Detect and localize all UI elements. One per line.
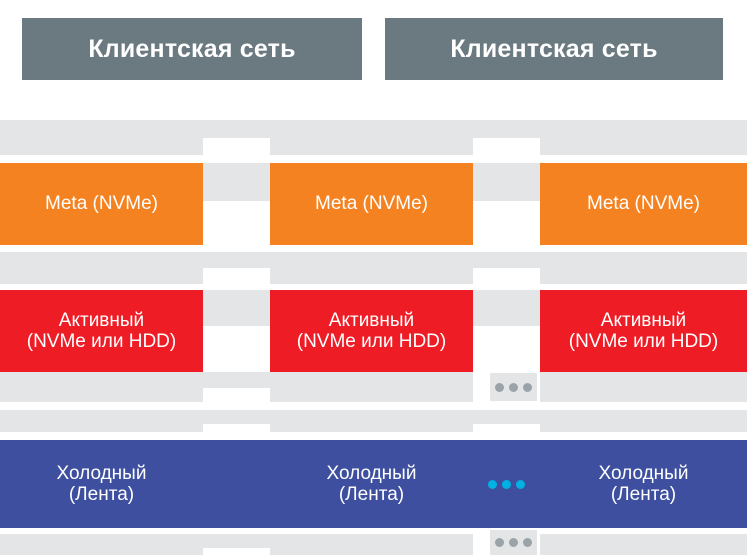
cold-tier-node-c: Холодный (Лента) (540, 440, 747, 528)
meta-tier-node-c: Meta (NVMe) (540, 163, 747, 245)
interconnect-strip-mid-col-a (0, 252, 203, 284)
interconnect-bridge-mid-ab (203, 252, 270, 268)
active-tier-label-b: Активный (NVMe или HDD) (296, 309, 447, 352)
active-tier-label-a: Активный (NVMe или HDD) (26, 309, 177, 352)
active-bridge-bc (473, 290, 540, 326)
interconnect-strip-above-cold-col-c (540, 410, 747, 432)
ellipsis-dot (523, 538, 532, 547)
interconnect-strip-top-col-c (540, 120, 747, 155)
client-network-box-left: Клиентская сеть (22, 18, 362, 80)
ellipsis-dot (495, 382, 504, 392)
ellipsis-grey-active-row (490, 373, 537, 401)
ellipsis-dot (488, 479, 497, 489)
interconnect-strip-bottom-col-c (540, 534, 747, 555)
meta-bridge-ab (203, 163, 270, 201)
ellipsis-dot (516, 479, 525, 489)
interconnect-strip-above-cold-col-b (270, 410, 473, 432)
ellipsis-blue-cold-row (488, 479, 525, 489)
active-bridge-ab (203, 290, 270, 326)
ellipsis-grey-bottom-row (490, 530, 537, 555)
interconnect-strip-below-active-col-c (540, 372, 747, 402)
ellipsis-dot (509, 538, 518, 547)
ellipsis-dot (509, 382, 518, 392)
cold-tier-node-b: Холодный (Лента) (270, 440, 473, 528)
interconnect-strip-below-active-col-a (0, 372, 203, 402)
cold-tier-label-a: Холодный (Лента) (56, 462, 147, 505)
client-network-label-left: Клиентская сеть (88, 34, 296, 63)
active-tier-node-b: Активный (NVMe или HDD) (270, 290, 473, 372)
meta-tier-label-b: Meta (NVMe) (315, 193, 428, 215)
cold-bridge-bc (473, 440, 540, 528)
meta-tier-label-c: Meta (NVMe) (587, 193, 700, 215)
interconnect-bridge-above-cold-bc (473, 410, 540, 424)
interconnect-bridge-above-cold-ab (203, 410, 270, 424)
cold-tier-node-a: Холодный (Лента) (0, 440, 203, 528)
interconnect-strip-top-col-a (0, 120, 203, 155)
cold-bridge-ab (203, 440, 270, 528)
meta-tier-node-b: Meta (NVMe) (270, 163, 473, 245)
meta-tier-node-a: Meta (NVMe) (0, 163, 203, 245)
meta-bridge-bc (473, 163, 540, 201)
interconnect-strip-bottom-col-b (270, 534, 473, 555)
active-tier-node-c: Активный (NVMe или HDD) (540, 290, 747, 372)
cold-tier-label-c: Холодный (Лента) (598, 462, 689, 505)
interconnect-strip-mid-col-c (540, 252, 747, 284)
ellipsis-dot (523, 382, 532, 392)
client-network-label-right: Клиентская сеть (450, 34, 658, 63)
interconnect-strip-below-active-col-b (270, 372, 473, 402)
client-network-box-right: Клиентская сеть (385, 18, 723, 80)
ellipsis-dot (495, 538, 504, 547)
active-tier-node-a: Активный (NVMe или HDD) (0, 290, 203, 372)
interconnect-strip-mid-col-b (270, 252, 473, 284)
interconnect-strip-bottom-col-a (0, 534, 203, 555)
interconnect-bridge-below-active-ab (203, 372, 270, 388)
active-tier-label-c: Активный (NVMe или HDD) (568, 309, 719, 352)
interconnect-bridge-mid-bc (473, 252, 540, 268)
meta-tier-label-a: Meta (NVMe) (45, 193, 158, 215)
interconnect-strip-above-cold-col-a (0, 410, 203, 432)
cold-tier-label-b: Холодный (Лента) (326, 462, 417, 505)
interconnect-bridge-bottom-ab (203, 534, 270, 548)
interconnect-strip-top-col-b (270, 120, 473, 155)
interconnect-bridge-top-bc (473, 120, 540, 138)
ellipsis-dot (502, 479, 511, 489)
interconnect-bridge-top-ab (203, 120, 270, 138)
